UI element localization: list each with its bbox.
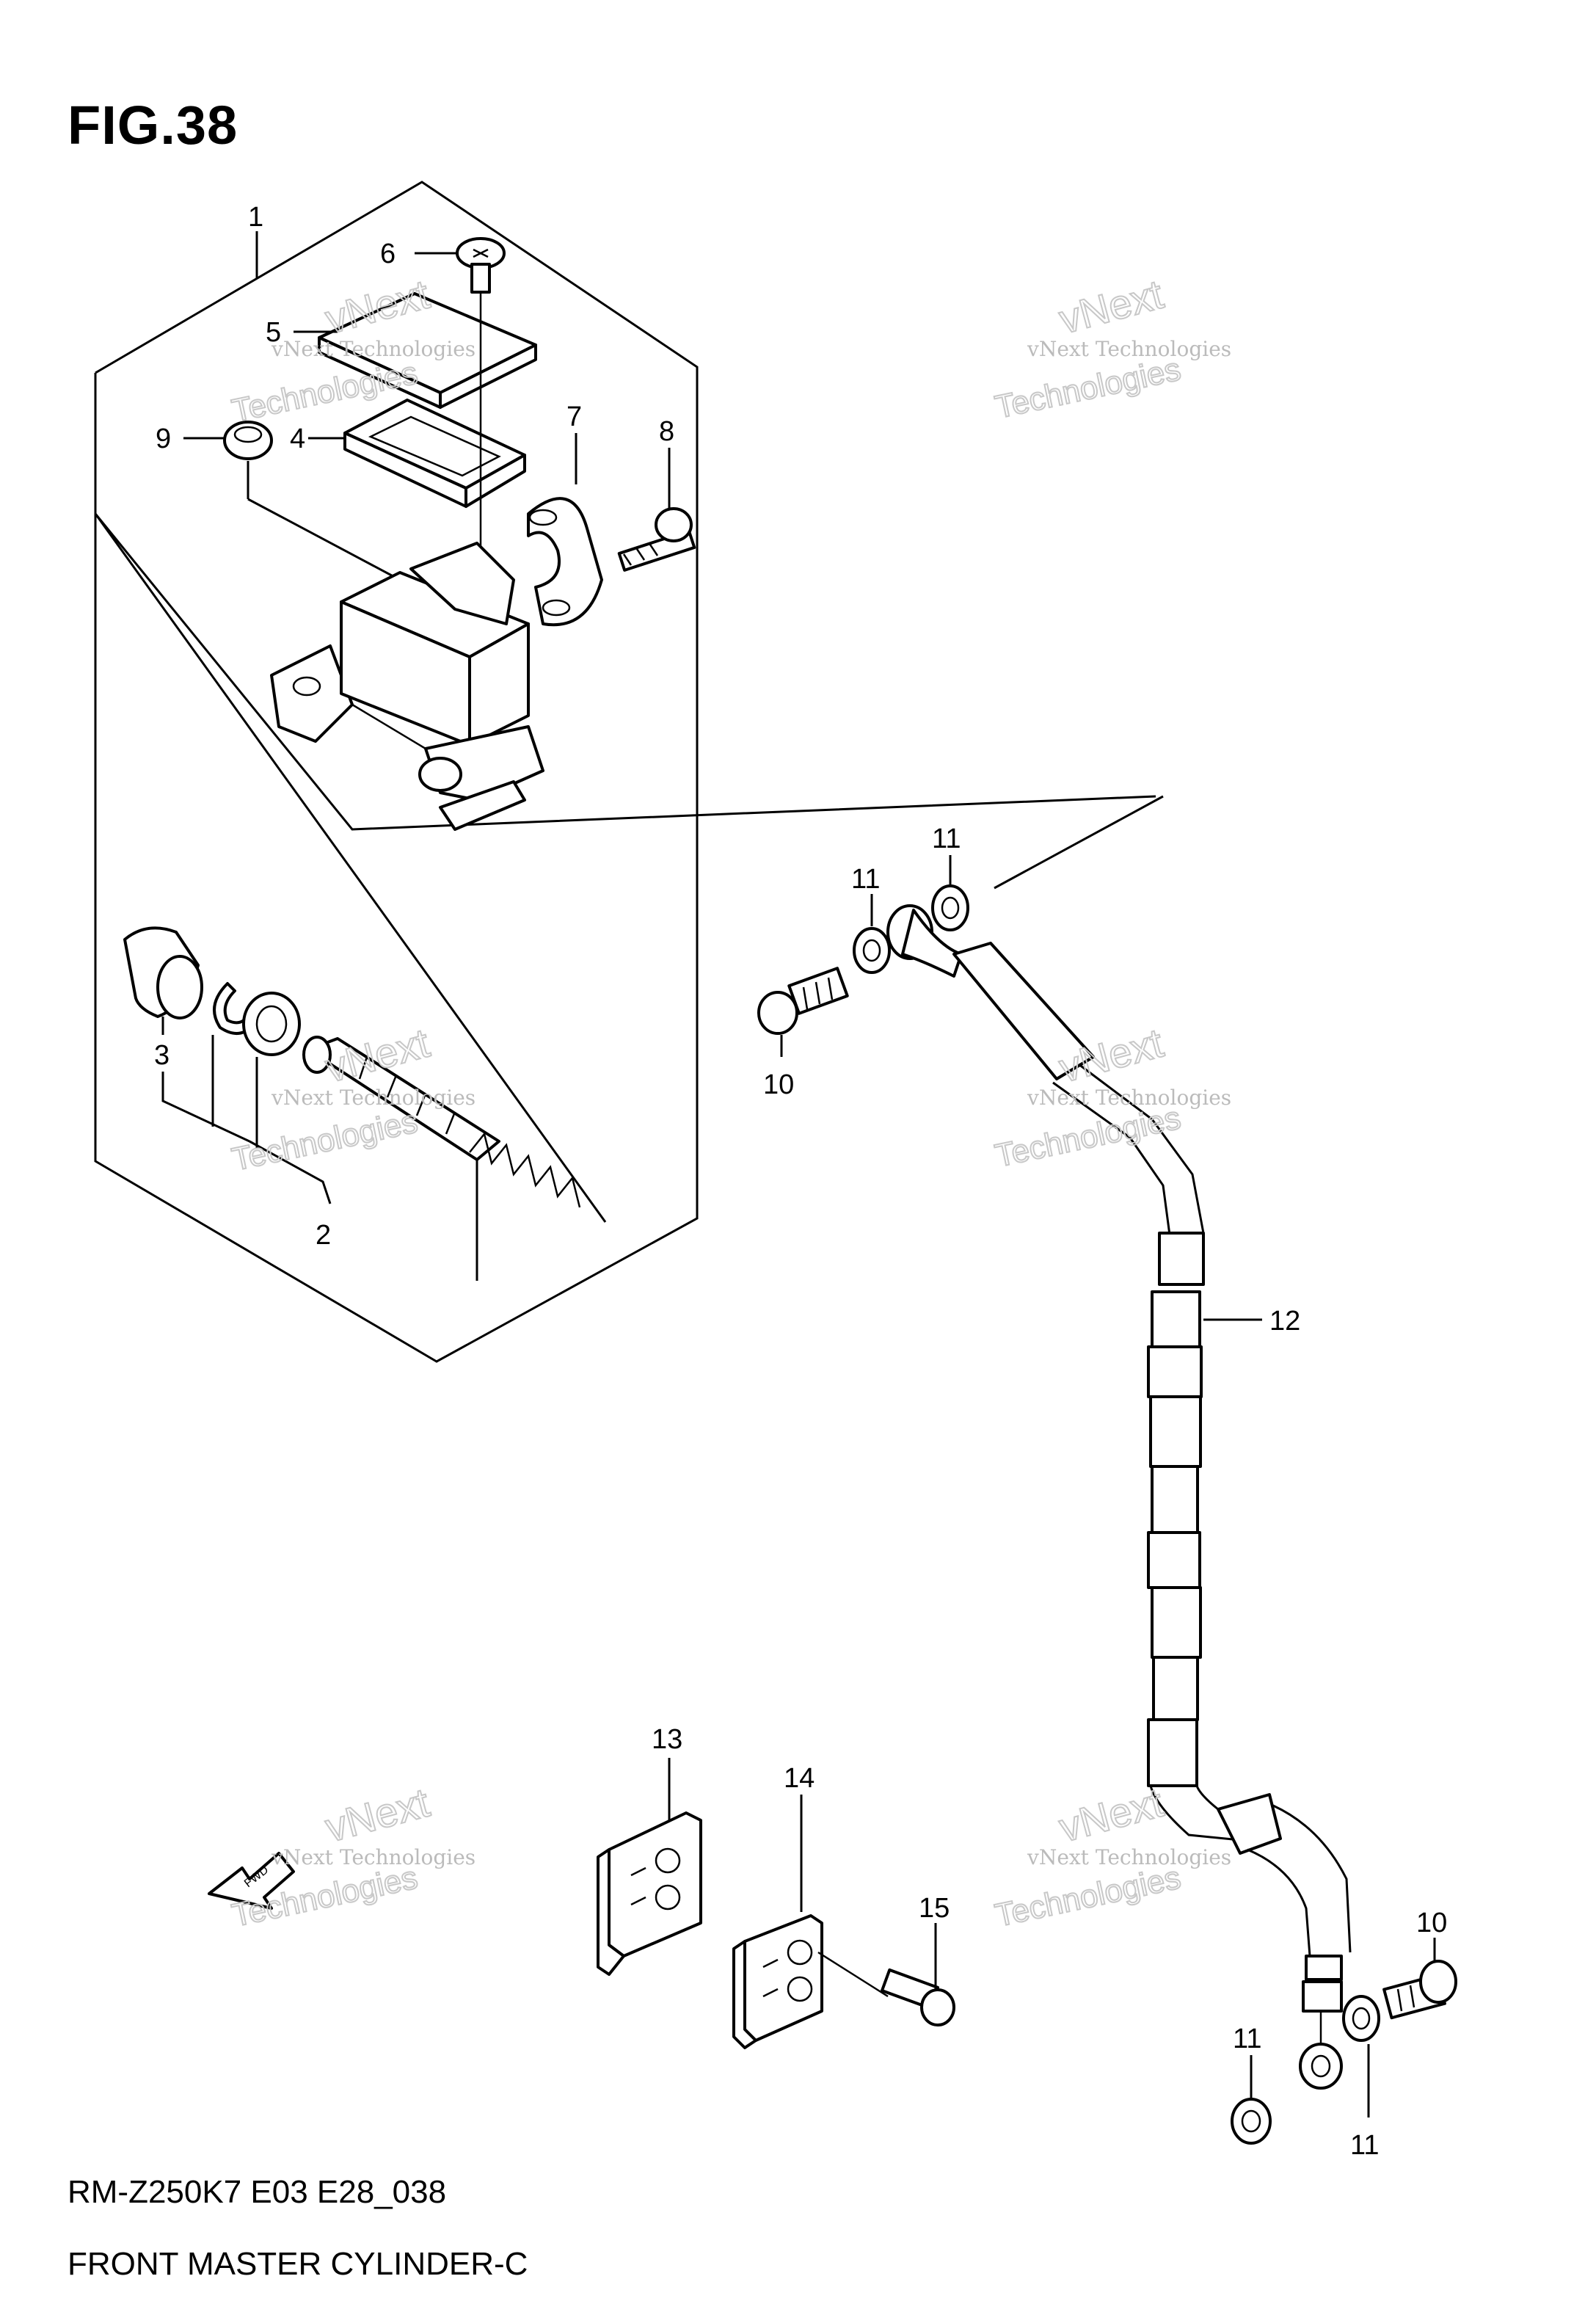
- bolt-part-15: [880, 1968, 955, 2026]
- callout-7: 7: [566, 401, 582, 432]
- callout-1: 1: [248, 202, 263, 233]
- model-code: RM-Z250K7 E03 E28_038: [68, 2174, 447, 2210]
- washer-11-top-1: [853, 927, 891, 974]
- svg-text:vNext Technologies: vNext Technologies: [1027, 1086, 1231, 1110]
- callout-9: 9: [156, 423, 171, 454]
- callout-8: 8: [659, 416, 674, 447]
- clamp-plate-part-13: [597, 1811, 702, 1976]
- washer-11-top-2: [931, 884, 969, 931]
- callout-13: 13: [652, 1724, 682, 1755]
- callout-11a: 11: [851, 864, 880, 895]
- svg-text:vNext: vNext: [1054, 1779, 1168, 1851]
- piston-part-2: [302, 1036, 500, 1161]
- banjo-bolt-bottom-part-10: [1382, 1960, 1457, 2020]
- callout-3: 3: [154, 1040, 170, 1071]
- washer: [242, 992, 301, 1056]
- brake-hose-part-12: [886, 904, 1352, 2090]
- leader-14-bolt: [817, 1951, 889, 1998]
- diaphragm-part-4: [343, 399, 526, 508]
- assembly-1-outline: [94, 181, 699, 1363]
- svg-text:Technologies: Technologies: [992, 1099, 1184, 1174]
- svg-text:vNext Technologies: vNext Technologies: [271, 337, 475, 361]
- leader-9-diag: [247, 498, 401, 581]
- callout-2: 2: [316, 1220, 331, 1251]
- leader-11b-diag: [994, 795, 1164, 890]
- callout-4: 4: [290, 423, 305, 454]
- bolt-part-8: [617, 507, 696, 572]
- clamp-plate-part-14: [732, 1914, 823, 2049]
- callout-14: 14: [784, 1763, 815, 1794]
- inner-guide-lower: [94, 513, 607, 1223]
- boot-part-3: [123, 926, 203, 1019]
- washer-11-bottom-1: [1231, 2098, 1272, 2145]
- screw-part-6: [456, 237, 506, 294]
- clamp-part-7: [527, 497, 603, 627]
- callout-11d: 11: [1350, 2130, 1379, 2161]
- banjo-bolt-top-part-10: [757, 967, 849, 1035]
- diagram-description: FRONT MASTER CYLINDER-C: [68, 2246, 528, 2282]
- forward-direction-arrow: FWD: [208, 1852, 295, 1910]
- svg-text:vNext: vNext: [321, 1779, 434, 1851]
- svg-text:vNext Technologies: vNext Technologies: [271, 1086, 475, 1110]
- callout-12: 12: [1269, 1306, 1300, 1337]
- bracket-3: [161, 1072, 250, 1143]
- callout-10a: 10: [763, 1069, 794, 1100]
- svg-text:Technologies: Technologies: [992, 351, 1184, 425]
- svg-text:vNext Technologies: vNext Technologies: [1027, 1845, 1231, 1869]
- master-cylinder-body: [270, 542, 544, 831]
- watermark-5: vNext vNext Technologies Technologies: [228, 1778, 475, 1935]
- watermark-6: vNext vNext Technologies Technologies: [991, 1778, 1231, 1935]
- figure-title: FIG.38: [68, 95, 238, 156]
- svg-text:vNext: vNext: [1054, 1019, 1168, 1091]
- bracket-2: [249, 1140, 332, 1204]
- svg-text:Technologies: Technologies: [992, 1859, 1184, 1933]
- svg-text:vNext Technologies: vNext Technologies: [271, 1845, 475, 1869]
- callout-15: 15: [919, 1893, 950, 1924]
- washer-11-bottom-2: [1342, 1995, 1380, 2042]
- svg-text:vNext: vNext: [1054, 271, 1168, 343]
- watermark-2: vNext vNext Technologies Technologies: [991, 270, 1231, 426]
- callout-6: 6: [380, 239, 396, 269]
- cap-part-9: [223, 421, 273, 460]
- svg-text:vNext Technologies: vNext Technologies: [1027, 337, 1231, 361]
- spring: [469, 1132, 581, 1208]
- inner-guide-upper: [94, 513, 1156, 831]
- callout-10b: 10: [1416, 1908, 1447, 1938]
- callout-11c: 11: [1233, 2024, 1261, 2054]
- callout-5: 5: [266, 317, 281, 348]
- callout-11b: 11: [932, 824, 961, 854]
